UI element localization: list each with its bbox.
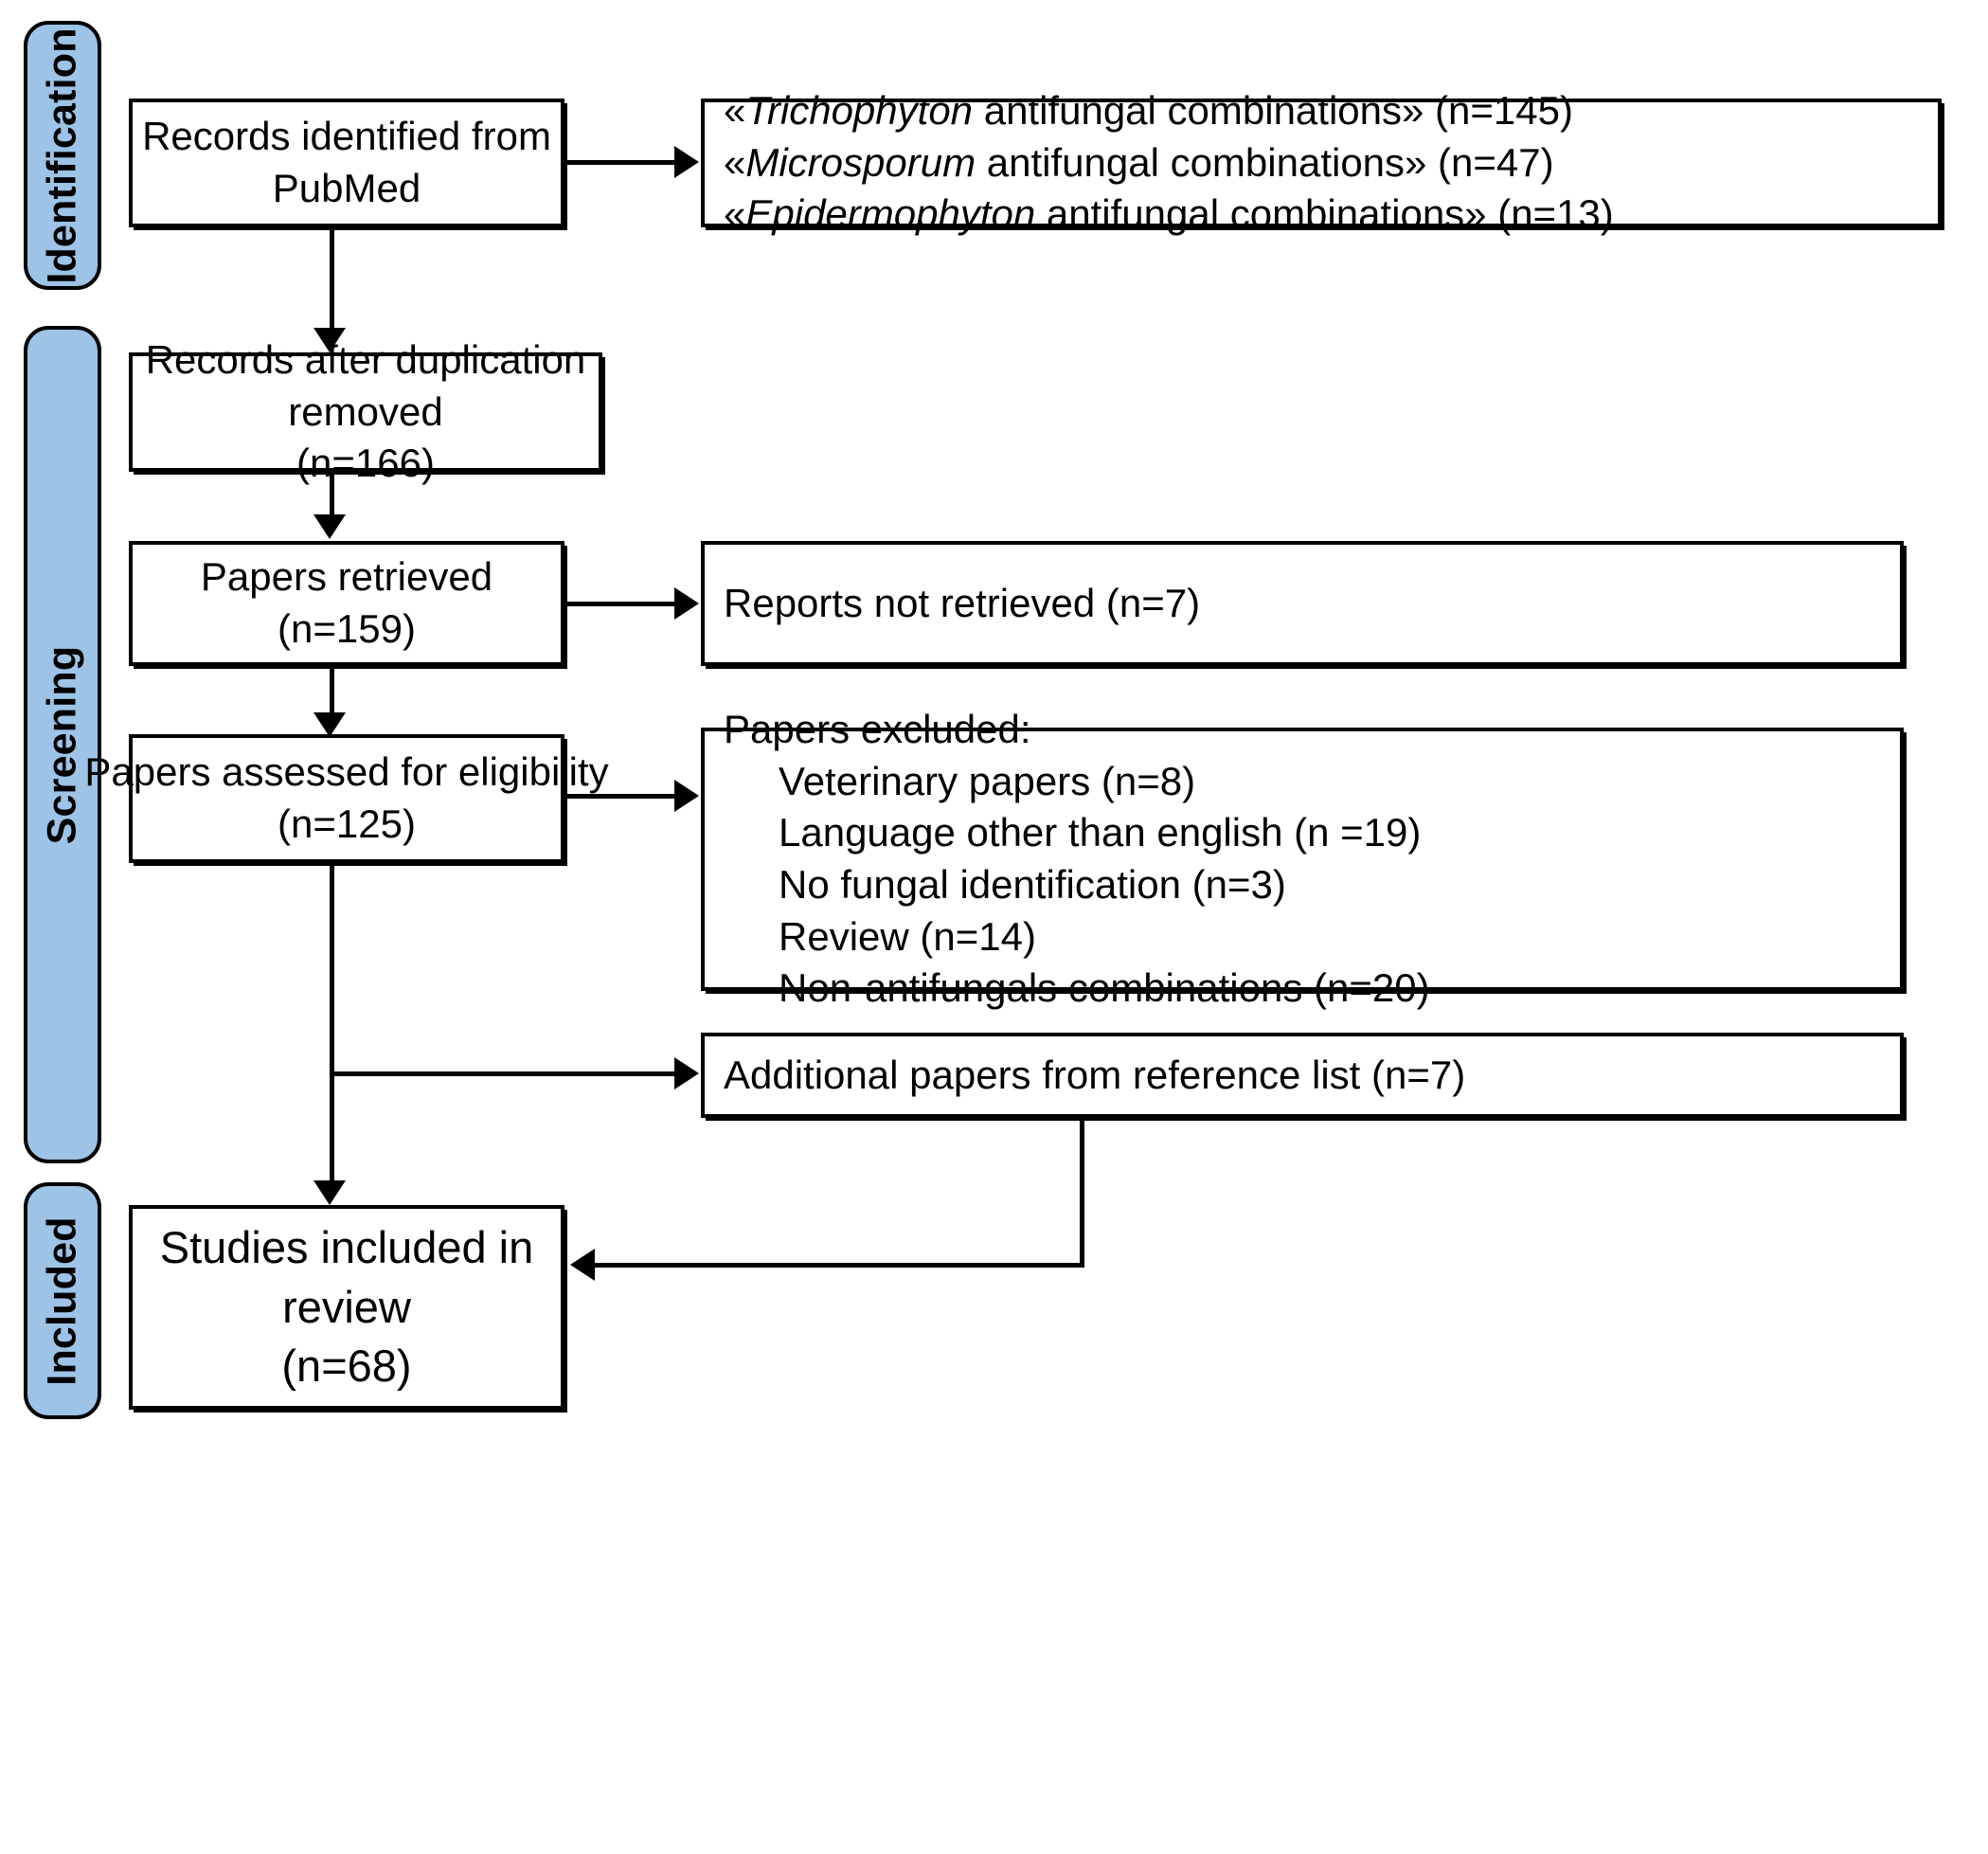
connector-additional-to-included	[595, 1263, 1084, 1268]
connector-dedup-to-retrieved	[330, 472, 334, 517]
box-studies-included: Studies included in review (n=68)	[129, 1205, 564, 1410]
arrowhead-assessed-to-excluded	[674, 780, 699, 812]
studies-included-line-3: (n=68)	[281, 1341, 412, 1392]
papers-retrieved-line-2: (n=159)	[278, 606, 416, 651]
search-query-3-term: Epidermophyton	[745, 191, 1036, 237]
phase-label-screening: Screening	[24, 326, 101, 1163]
phase-label-screening-text: Screening	[39, 645, 85, 844]
search-query-3: «Epidermophyton antifungal combinations»…	[724, 189, 1614, 241]
records-after-duplication-line-1: Records after duplication	[145, 337, 586, 383]
connector-additional-down	[1080, 1118, 1084, 1266]
box-reports-not-retrieved: Reports not retrieved (n=7)	[701, 541, 1904, 666]
papers-excluded-item-1: Veterinary papers (n=8)	[779, 758, 1196, 803]
search-query-2-open: «	[724, 139, 746, 185]
additional-papers-line-1: Additional papers from reference list (n…	[724, 1052, 1466, 1097]
arrowhead-identified-to-queries	[674, 146, 699, 178]
search-query-2-term: Microsporum	[745, 139, 976, 185]
connector-identified-to-queries	[564, 160, 676, 165]
reports-not-retrieved-line-1: Reports not retrieved (n=7)	[724, 580, 1201, 625]
search-query-1: «Trichophyton antifungal combinations» (…	[724, 85, 1573, 137]
arrowhead-assessed-to-included	[313, 1180, 346, 1205]
papers-assessed-line-2: (n=125)	[278, 801, 416, 846]
phase-label-included-text: Included	[39, 1215, 85, 1386]
arrowhead-retrieved-to-assessed	[313, 712, 346, 737]
phase-label-identification: Identification	[24, 21, 101, 290]
arrowhead-trunk-to-additional	[674, 1057, 699, 1089]
search-query-1-rest: antifungal combinations» (n=145)	[973, 88, 1573, 134]
search-query-3-rest: antifungal combinations» (n=13)	[1035, 191, 1614, 237]
papers-excluded-item-5: Non-antifungals combinations (n=20)	[779, 965, 1430, 1011]
connector-trunk-to-additional	[330, 1071, 676, 1076]
papers-excluded-heading: Papers excluded:	[724, 707, 1031, 752]
arrowhead-additional-to-included	[570, 1249, 595, 1281]
connector-assessed-to-excluded	[564, 794, 676, 799]
box-papers-retrieved: Papers retrieved (n=159)	[129, 541, 564, 666]
records-identified-line-1: Records identified from	[142, 114, 551, 159]
box-records-after-duplication: Records after duplication removed (n=166…	[129, 337, 602, 485]
papers-assessed-line-1: Papers assessed for eligibility	[84, 749, 609, 795]
search-query-2: «Microsporum antifungal combinations» (n…	[724, 137, 1554, 189]
connector-retrieved-to-assessed	[330, 666, 334, 715]
papers-excluded-item-3: No fungal identification (n=3)	[779, 862, 1286, 907]
search-query-1-open: «	[724, 88, 746, 134]
box-search-queries: «Trichophyton antifungal combinations» (…	[701, 88, 1942, 236]
box-records-identified: Records identified from PubMed	[129, 99, 564, 227]
arrowhead-retrieved-to-not-retrieved	[674, 587, 699, 620]
connector-retrieved-to-not-retrieved	[564, 602, 676, 606]
papers-retrieved-line-1: Papers retrieved	[200, 554, 493, 600]
search-query-3-open: «	[724, 191, 746, 237]
papers-excluded-item-4: Review (n=14)	[779, 913, 1036, 959]
box-papers-assessed: Papers assessed for eligibility (n=125)	[84, 734, 609, 863]
phase-label-identification-text: Identification	[39, 27, 85, 284]
records-identified-line-2: PubMed	[272, 166, 421, 210]
box-additional-papers: Additional papers from reference list (n…	[701, 1033, 1904, 1118]
arrowhead-identified-to-dedup	[313, 328, 346, 352]
studies-included-line-1: Studies included in	[159, 1221, 534, 1272]
records-after-duplication-line-2: removed	[288, 388, 443, 434]
arrowhead-dedup-to-retrieved	[313, 514, 346, 539]
records-after-duplication-line-3: (n=166)	[296, 441, 435, 486]
box-papers-excluded: Papers excluded: Veterinary papers (n=8)…	[701, 707, 1904, 1010]
search-query-2-rest: antifungal combinations» (n=47)	[976, 139, 1554, 185]
studies-included-line-2: review	[282, 1281, 411, 1332]
search-query-1-term: Trichophyton	[745, 88, 974, 134]
connector-assessed-trunk	[330, 863, 334, 1183]
connector-identified-to-dedup	[330, 227, 334, 332]
phase-label-included: Included	[24, 1182, 101, 1419]
papers-excluded-item-2: Language other than english (n =19)	[779, 810, 1422, 855]
